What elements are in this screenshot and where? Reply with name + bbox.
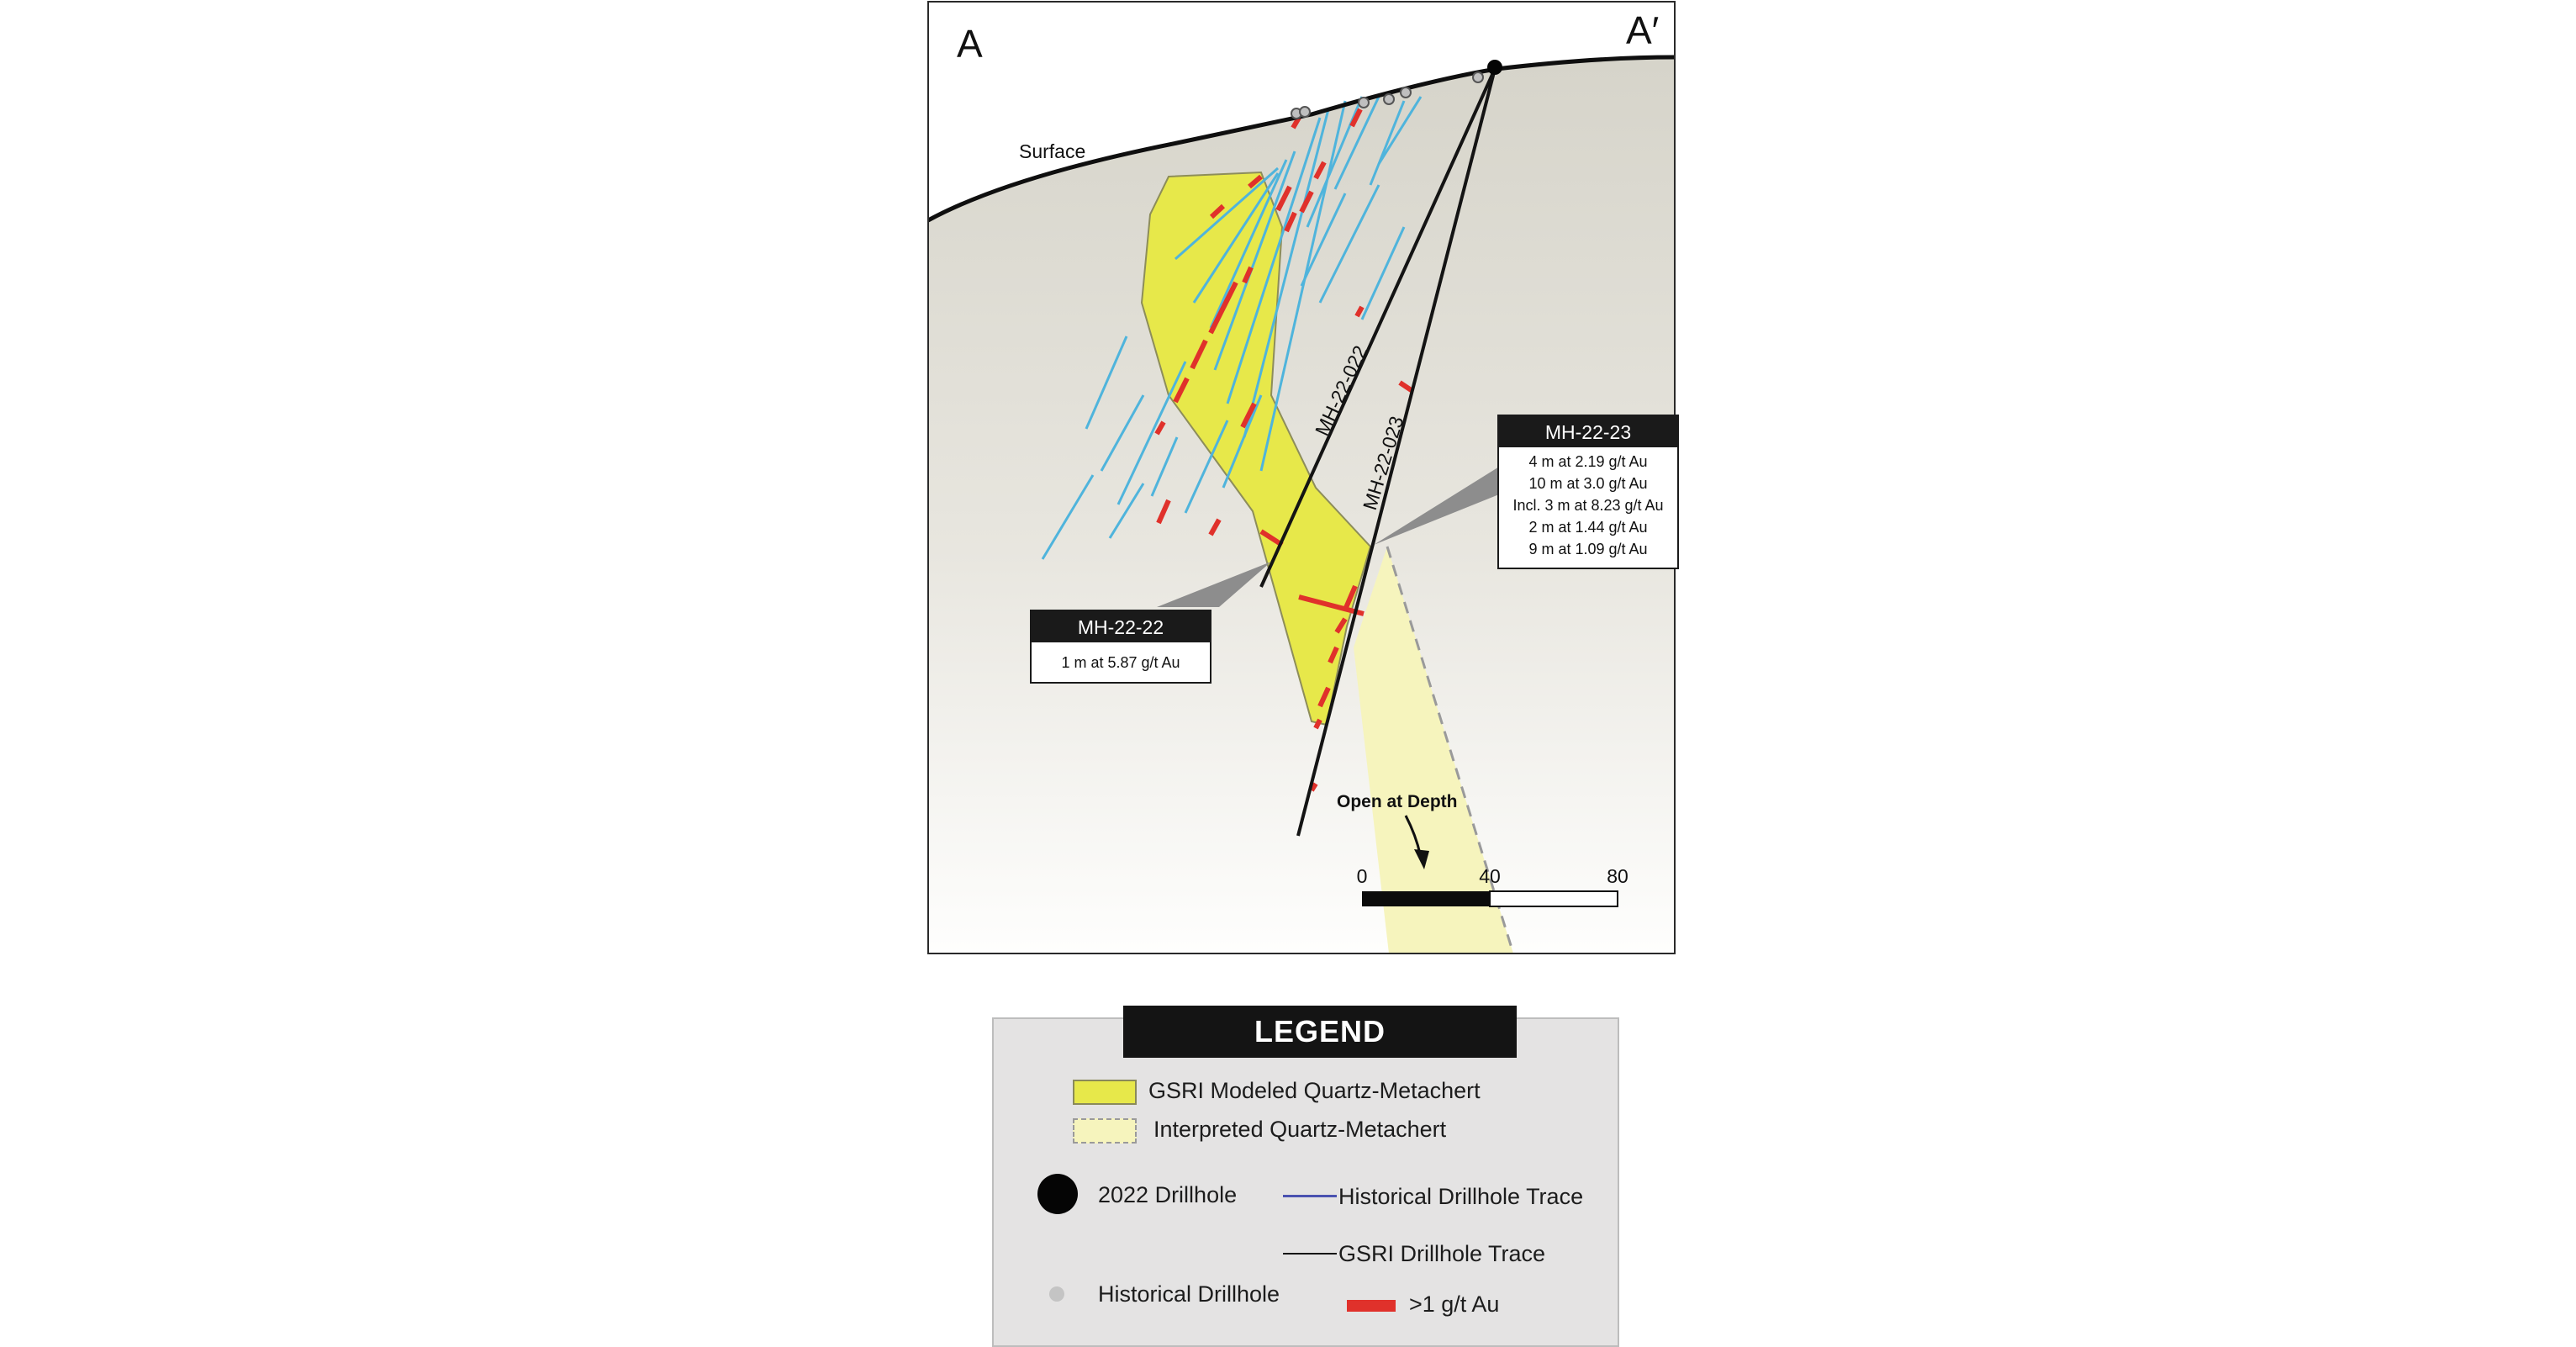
interpreted-quartz-metachert: [1354, 547, 1513, 953]
section-end-left: A: [957, 22, 983, 66]
callout-line: 4 m at 2.19 g/t Au: [1528, 453, 1647, 470]
grade-swatch-icon: [1347, 1300, 1396, 1312]
open-at-depth-arrowhead: [1414, 849, 1429, 869]
callout-line: 2 m at 1.44 g/t Au: [1528, 519, 1647, 536]
section-end-right: A′: [1626, 8, 1659, 52]
gsri-trace-line-icon: [1283, 1253, 1337, 1255]
legend-historical-trace-label: Historical Drillhole Trace: [1338, 1184, 1584, 1209]
callout-leader-mh-22-23: [1374, 464, 1503, 545]
scale-tick-80: 80: [1607, 865, 1628, 887]
historical-drillhole-collars: [1291, 71, 1484, 119]
legend-title: LEGEND: [1123, 1006, 1517, 1058]
callout-line: Incl. 3 m at 8.23 g/t Au: [1512, 497, 1663, 514]
surface-label: Surface: [1019, 140, 1085, 162]
interpreted-boundary-dashed: [1386, 546, 1515, 953]
gsri-drillhole-traces: [1259, 68, 1497, 837]
surface-line: [928, 55, 1675, 223]
scale-tick-40: 40: [1479, 865, 1501, 887]
modeled-quartz-swatch: [1073, 1080, 1137, 1105]
legend: LEGEND GSRI Modeled Quartz-Metachert Int…: [992, 1006, 1619, 1347]
legend-historical-drillhole-label: Historical Drillhole: [1098, 1281, 1280, 1307]
callout-title: MH-22-22: [1078, 616, 1164, 638]
historical-trace-line-icon: [1283, 1195, 1337, 1197]
historical-drillhole-traces: [1041, 96, 1423, 560]
legend-modeled-label: GSRI Modeled Quartz-Metachert: [1148, 1078, 1481, 1103]
drillhole-2022-icon: [1037, 1174, 1078, 1214]
callout-mh-22-23: MH-22-23 4 m at 2.19 g/t Au 10 m at 3.0 …: [1497, 415, 1679, 569]
historical-drillhole-icon: [1049, 1286, 1064, 1302]
interpreted-quartz-swatch: [1073, 1118, 1137, 1144]
open-at-depth-label: Open at Depth: [1337, 792, 1458, 811]
drillhole-2022-collar: [1487, 60, 1502, 75]
scale-bar-white: [1489, 890, 1618, 907]
legend-interpreted-label: Interpreted Quartz-Metachert: [1153, 1117, 1447, 1142]
callout-mh-22-22: MH-22-22 1 m at 5.87 g/t Au: [1030, 610, 1211, 684]
scale-bar: [1362, 890, 1618, 907]
legend-drillhole-2022-label: 2022 Drillhole: [1098, 1182, 1238, 1207]
scale-tick-0: 0: [1357, 865, 1368, 887]
legend-gsri-trace-label: GSRI Drillhole Trace: [1338, 1241, 1546, 1266]
grade-intervals: [1154, 108, 1414, 792]
callout-line: 9 m at 1.09 g/t Au: [1528, 541, 1647, 557]
scale-bar-black: [1362, 891, 1490, 906]
callout-leader-mh-22-22: [1157, 562, 1271, 607]
modeled-quartz-metachert: [1140, 171, 1372, 726]
callout-line: 10 m at 3.0 g/t Au: [1528, 475, 1647, 492]
callout-title: MH-22-23: [1545, 421, 1631, 443]
legend-grade-label: >1 g/t Au: [1409, 1292, 1500, 1317]
callout-line: 1 m at 5.87 g/t Au: [1061, 654, 1180, 671]
